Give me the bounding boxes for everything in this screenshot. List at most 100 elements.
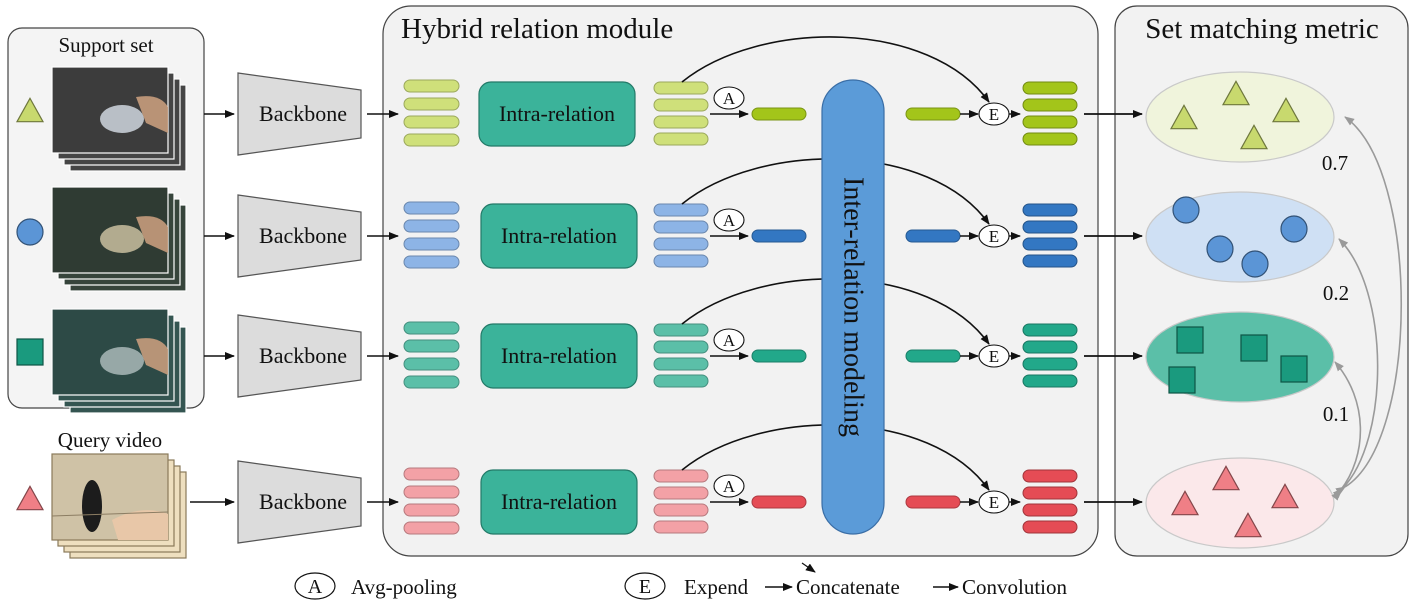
class-square-icon bbox=[16, 338, 44, 366]
intra-output-token bbox=[653, 486, 709, 500]
intra-relation-label: Intra-relation bbox=[499, 101, 615, 126]
intra-output-token bbox=[653, 220, 709, 234]
metric-set-3 bbox=[1145, 457, 1335, 549]
set-element-circle-icon bbox=[1172, 196, 1200, 224]
feature-token bbox=[403, 97, 460, 111]
avg-pool-symbol-circle bbox=[713, 328, 745, 352]
avg-pool-symbol: A bbox=[723, 211, 736, 230]
similarity-arc-0.7 bbox=[1335, 116, 1403, 496]
feature-token bbox=[403, 237, 460, 251]
set-matching-title: Set matching metric bbox=[1145, 13, 1379, 45]
set-element-triangle-icon bbox=[1221, 80, 1251, 106]
video-hand bbox=[136, 216, 168, 253]
set-element-triangle-icon bbox=[1170, 490, 1200, 516]
backbone-label: Backbone bbox=[259, 223, 347, 248]
legend-expand-symbol-circle bbox=[624, 572, 666, 600]
final-token bbox=[1022, 81, 1078, 95]
final-token bbox=[1022, 374, 1078, 388]
set-ellipse bbox=[1145, 457, 1335, 549]
set-element-triangle-icon bbox=[1271, 97, 1301, 123]
set-element-triangle-icon bbox=[1211, 465, 1241, 491]
set-element-circle-icon bbox=[1206, 235, 1234, 263]
final-token bbox=[1022, 254, 1078, 268]
expand-symbol: E bbox=[989, 493, 999, 512]
backbone-block bbox=[237, 460, 362, 544]
inter-relation-label: Inter-relation modeling bbox=[838, 177, 869, 437]
intra-relation-label: Intra-relation bbox=[501, 223, 617, 248]
pooled-token bbox=[751, 495, 807, 509]
expand-symbol: E bbox=[989, 347, 999, 366]
feature-token bbox=[403, 467, 460, 481]
feature-token bbox=[403, 521, 460, 535]
intra-output-token bbox=[653, 374, 709, 388]
intra-output-token bbox=[653, 503, 709, 517]
video-object bbox=[100, 347, 144, 375]
final-token bbox=[1022, 520, 1078, 534]
set-element-square-icon bbox=[1280, 355, 1308, 383]
intra-output-token bbox=[653, 98, 709, 112]
final-token bbox=[1022, 486, 1078, 500]
legend-avg-symbol-circle bbox=[294, 572, 336, 600]
feature-token bbox=[403, 357, 460, 371]
pooled-token bbox=[751, 107, 807, 121]
intra-output-token bbox=[653, 237, 709, 251]
feature-token bbox=[403, 115, 460, 129]
support-set-title: Support set bbox=[58, 33, 153, 57]
inter-relation-block bbox=[821, 79, 885, 535]
backbone-block bbox=[237, 314, 362, 398]
expand-symbol: E bbox=[989, 105, 999, 124]
set-ellipse bbox=[1145, 71, 1335, 163]
set-element-circle-icon bbox=[1280, 215, 1308, 243]
legend-small-arrow bbox=[801, 562, 816, 573]
backbone-label: Backbone bbox=[259, 489, 347, 514]
backbone-label: Backbone bbox=[259, 343, 347, 368]
legend-avg-label: Avg-pooling bbox=[351, 575, 457, 599]
avg-pool-symbol: A bbox=[723, 331, 736, 350]
metric-set-0 bbox=[1145, 71, 1335, 163]
set-element-triangle-icon bbox=[1169, 104, 1199, 130]
score-0.7: 0.7 bbox=[1322, 151, 1348, 175]
final-token bbox=[1022, 115, 1078, 129]
feature-token bbox=[403, 79, 460, 93]
avg-pool-symbol-circle bbox=[713, 208, 745, 232]
video-object bbox=[82, 480, 102, 532]
avg-pool-symbol: A bbox=[723, 89, 736, 108]
intra-relation-block bbox=[480, 323, 638, 389]
avg-pool-symbol-circle bbox=[713, 474, 745, 498]
intra-relation-block bbox=[480, 469, 638, 535]
final-token bbox=[1022, 340, 1078, 354]
legend-expand-label: Expend bbox=[684, 575, 749, 599]
metric-set-1 bbox=[1145, 191, 1335, 283]
intra-output-token bbox=[653, 520, 709, 534]
similarity-arc-0.2 bbox=[1332, 238, 1379, 499]
video-hand bbox=[112, 510, 168, 540]
final-token bbox=[1022, 469, 1078, 483]
query-video-title: Query video bbox=[58, 428, 162, 452]
feature-token bbox=[403, 255, 460, 269]
hybrid-relation-title: Hybrid relation module bbox=[401, 13, 673, 45]
score-0.1: 0.1 bbox=[1323, 402, 1349, 426]
intra-output-token bbox=[653, 115, 709, 129]
intra-output-token bbox=[653, 323, 709, 337]
feature-token bbox=[403, 503, 460, 517]
feature-token bbox=[403, 485, 460, 499]
video-hand bbox=[136, 338, 168, 375]
feature-token bbox=[403, 201, 460, 215]
feature-token bbox=[403, 133, 460, 147]
pooled-token bbox=[751, 349, 807, 363]
video-object bbox=[100, 225, 144, 253]
similarity-arc-0.1 bbox=[1331, 361, 1362, 501]
avg-pool-symbol-circle bbox=[713, 86, 745, 110]
avg-pool-symbol: A bbox=[723, 477, 736, 496]
legend-concat-label: Concatenate bbox=[796, 575, 900, 599]
final-token bbox=[1022, 220, 1078, 234]
set-element-square-icon bbox=[1176, 326, 1204, 354]
backbone-block bbox=[237, 194, 362, 278]
final-token bbox=[1022, 323, 1078, 337]
metric-set-2 bbox=[1145, 311, 1335, 403]
inter-output-token bbox=[905, 229, 961, 243]
